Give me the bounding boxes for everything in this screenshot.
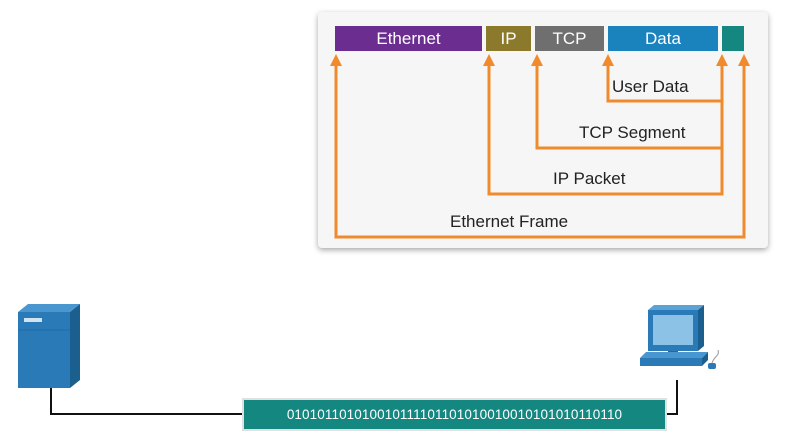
bitstream-box: 0101011010100101111011010100100101010101… — [242, 398, 667, 431]
network-cable-right — [667, 380, 678, 415]
tcp-segment-label: TCP Segment — [579, 123, 686, 142]
ethernet-header-segment: Ethernet — [335, 26, 482, 51]
server-icon — [18, 304, 80, 388]
data-segment: Data — [608, 26, 718, 51]
arrowhead-data — [602, 54, 614, 66]
user-data-bracket — [606, 60, 724, 103]
desktop-computer-icon — [640, 305, 719, 369]
tcp-segment-bracket — [535, 60, 724, 150]
arrowhead-trailer — [738, 54, 750, 66]
ethernet-frame-bracket — [334, 60, 746, 239]
ethernet-trailer-segment — [722, 26, 744, 51]
tcp-header-segment: TCP — [535, 26, 604, 51]
arrowhead-ip — [483, 54, 495, 66]
ip-packet-label: IP Packet — [553, 169, 626, 188]
encapsulation-panel — [318, 12, 768, 248]
arrowhead-ethernet — [330, 54, 342, 66]
arrowhead-tcp — [531, 54, 543, 66]
network-cable — [50, 388, 242, 415]
ethernet-frame-label: Ethernet Frame — [450, 212, 569, 231]
arrowhead-data-end — [716, 54, 728, 66]
user-data-label: User Data — [612, 77, 689, 96]
ip-packet-bracket — [487, 60, 724, 196]
ip-header-segment: IP — [486, 26, 531, 51]
